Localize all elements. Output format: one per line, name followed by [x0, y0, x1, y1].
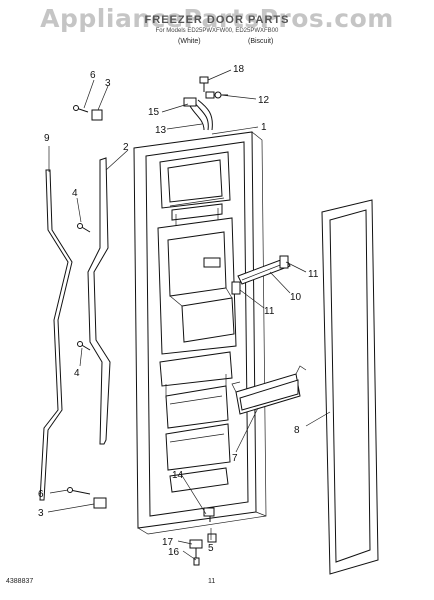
bottom-hinge-parts: [67, 487, 107, 509]
watermark: AppliancePartsPros.com: [40, 4, 394, 33]
part-8-door-gasket: [321, 199, 379, 575]
finish-white: (White): [178, 38, 201, 45]
part-9-gasket-strip: [39, 169, 73, 501]
label-12: 12: [258, 95, 270, 106]
label-11-right: 11: [308, 269, 319, 280]
part-4-screw-lower: [77, 341, 91, 351]
label-9: 9: [44, 133, 50, 144]
callout-labels: 6 3 18 12 15 13 1 2 9 4 11 10 11 4 7 8 1…: [38, 64, 319, 558]
part-18-screw: [199, 76, 209, 92]
label-1: 1: [261, 122, 267, 133]
part-7-door-bin: [231, 365, 307, 415]
label-6-top: 6: [90, 70, 96, 81]
label-16: 16: [168, 547, 180, 558]
label-4-lower: 4: [74, 368, 80, 379]
model-line: For Models ED25PWXFW00, ED25PWXFB00: [155, 28, 279, 34]
diagram-title: FREEZER DOOR PARTS: [144, 14, 290, 26]
label-3-top: 3: [105, 78, 111, 89]
part-11-clip-left: [231, 281, 241, 295]
label-3-bottom: 3: [38, 508, 44, 519]
top-hinge-parts: [73, 105, 103, 121]
label-11-left: 11: [264, 306, 275, 317]
label-15: 15: [148, 107, 160, 118]
label-8: 8: [294, 425, 300, 436]
wire-harness: [183, 91, 215, 131]
part-2-trim-strip: [87, 157, 111, 445]
label-10: 10: [290, 292, 302, 303]
finish-biscuit: (Biscuit): [248, 38, 274, 45]
label-4-upper: 4: [72, 188, 78, 199]
label-18: 18: [233, 64, 245, 75]
label-14: 14: [172, 470, 184, 481]
label-13: 13: [155, 125, 167, 136]
label-2: 2: [123, 142, 129, 153]
footer-page-number: 11: [208, 578, 216, 585]
label-5: 5: [208, 543, 214, 554]
leader-lines: [47, 69, 331, 561]
footer-part-number: 4388837: [6, 578, 34, 585]
part-11-clip-right: [279, 255, 289, 269]
bottom-hardware: [189, 507, 217, 566]
label-17: 17: [162, 537, 174, 548]
part-1-door-assembly: [133, 131, 267, 535]
part-4-screw-upper: [77, 223, 91, 233]
label-7: 7: [232, 453, 238, 464]
label-6-bottom: 6: [38, 489, 44, 500]
